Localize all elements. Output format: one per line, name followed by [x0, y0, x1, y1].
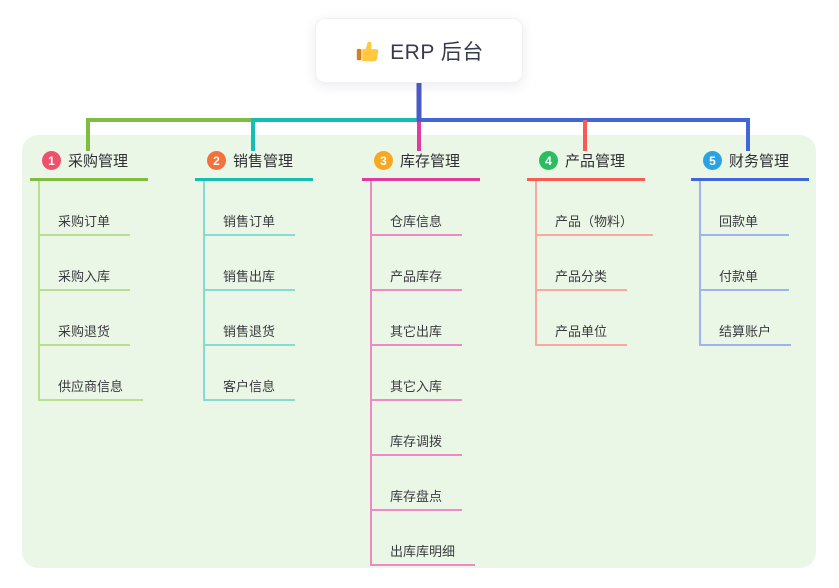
- node-purchase-return[interactable]: 采购退货: [40, 291, 131, 346]
- node-product-stock[interactable]: 产品库存: [372, 236, 463, 291]
- branch-label: 财务管理: [729, 153, 790, 170]
- node-payment-bill[interactable]: 付款单: [701, 236, 789, 291]
- node-purchase-order[interactable]: 采购订单: [40, 181, 131, 236]
- node-product-category[interactable]: 产品分类: [537, 236, 628, 291]
- branch-children: 采购订单 采购入库 采购退货 供应商信息: [38, 181, 148, 401]
- branch-children: 产品（物料） 产品分类 产品单位: [535, 181, 654, 346]
- branch-header-purchase[interactable]: 1 采购管理: [30, 150, 148, 181]
- node-product-unit[interactable]: 产品单位: [537, 291, 628, 346]
- branch-purchase: 1 采购管理 采购订单 采购入库 采购退货 供应商信息: [30, 150, 148, 401]
- branch-header-sales[interactable]: 2 销售管理: [195, 150, 313, 181]
- branch-label: 库存管理: [400, 153, 461, 170]
- node-stock-transfer[interactable]: 库存调拨: [372, 401, 463, 456]
- node-warehouse-info[interactable]: 仓库信息: [372, 181, 463, 236]
- node-sales-return[interactable]: 销售退货: [205, 291, 296, 346]
- thumbs-up-icon: [354, 38, 380, 64]
- node-purchase-inbound[interactable]: 采购入库: [40, 236, 131, 291]
- node-sales-outbound[interactable]: 销售出库: [205, 236, 296, 291]
- branches-background-panel: [22, 135, 816, 568]
- node-stock-count[interactable]: 库存盘点: [372, 456, 463, 511]
- branch-label: 采购管理: [68, 153, 129, 170]
- branch-header-product[interactable]: 4 产品管理: [527, 150, 645, 181]
- root-node-erp-backend[interactable]: ERP 后台: [315, 18, 523, 83]
- node-outbound-detail[interactable]: 出库库明细: [372, 511, 476, 566]
- branch-header-finance[interactable]: 5 财务管理: [691, 150, 809, 181]
- branch-children: 仓库信息 产品库存 其它出库 其它入库 库存调拨 库存盘点 出库库明细: [370, 181, 480, 566]
- node-settlement-account[interactable]: 结算账户: [701, 291, 792, 346]
- root-node-title: ERP 后台: [390, 40, 484, 64]
- branch-sales: 2 销售管理 销售订单 销售出库 销售退货 客户信息: [195, 150, 313, 401]
- branch-number-badge: 1: [42, 151, 61, 170]
- branch-product: 4 产品管理 产品（物料） 产品分类 产品单位: [527, 150, 654, 346]
- node-other-inbound[interactable]: 其它入库: [372, 346, 463, 401]
- node-product-material[interactable]: 产品（物料）: [537, 181, 654, 236]
- node-sales-order[interactable]: 销售订单: [205, 181, 296, 236]
- branch-header-inventory[interactable]: 3 库存管理: [362, 150, 480, 181]
- branch-number-badge: 3: [374, 151, 393, 170]
- branch-label: 产品管理: [565, 153, 626, 170]
- branch-number-badge: 5: [703, 151, 722, 170]
- branch-children: 回款单 付款单 结算账户: [699, 181, 809, 346]
- node-customer-info[interactable]: 客户信息: [205, 346, 296, 401]
- node-other-outbound[interactable]: 其它出库: [372, 291, 463, 346]
- branch-number-badge: 2: [207, 151, 226, 170]
- branch-number-badge: 4: [539, 151, 558, 170]
- branch-finance: 5 财务管理 回款单 付款单 结算账户: [691, 150, 809, 346]
- branch-label: 销售管理: [233, 153, 294, 170]
- branch-inventory: 3 库存管理 仓库信息 产品库存 其它出库 其它入库 库存调拨 库存盘点 出库库…: [362, 150, 480, 566]
- node-supplier-info[interactable]: 供应商信息: [40, 346, 144, 401]
- branch-children: 销售订单 销售出库 销售退货 客户信息: [203, 181, 313, 401]
- node-receipt-bill[interactable]: 回款单: [701, 181, 789, 236]
